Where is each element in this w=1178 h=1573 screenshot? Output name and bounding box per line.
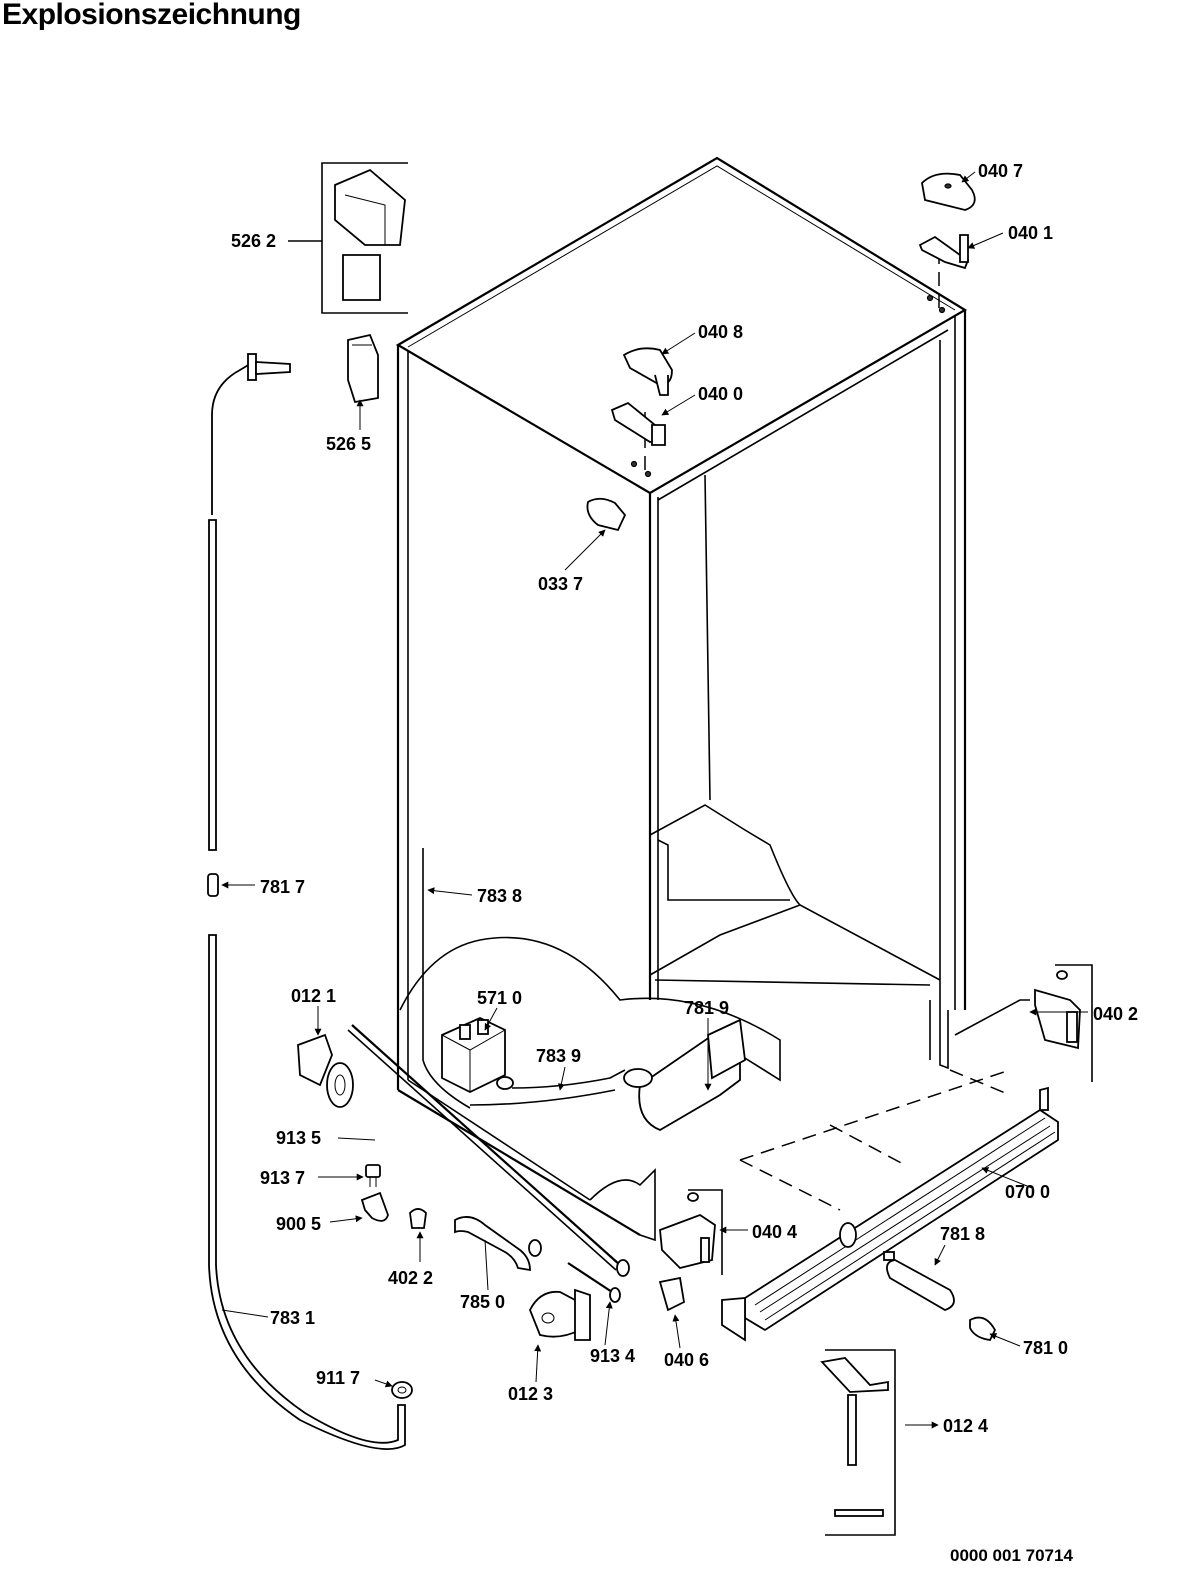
callout-040-2: 040 2 xyxy=(1093,1004,1138,1024)
roller-part xyxy=(297,1033,354,1108)
callout-781-7: 781 7 xyxy=(260,877,305,897)
callout-783-8: 783 8 xyxy=(477,886,522,906)
hinge-pin-part xyxy=(658,1276,685,1312)
document-number: 0000 001 70714 xyxy=(950,1546,1073,1565)
hinge-top-part xyxy=(918,234,970,314)
accessory-kit-part xyxy=(820,1349,896,1536)
page-title: Explosionszeichnung xyxy=(2,0,301,31)
hinge-bottom-part xyxy=(659,1189,723,1275)
callout-911-7: 911 7 xyxy=(316,1368,360,1388)
filter-part xyxy=(623,1018,746,1131)
callout-040-4: 040 4 xyxy=(752,1222,797,1242)
callout-012-1: 012 1 xyxy=(291,986,336,1006)
label-plate-part xyxy=(586,497,627,532)
valve-part xyxy=(441,1017,514,1094)
hose-part xyxy=(454,1216,542,1272)
callout-913-4: 913 4 xyxy=(590,1346,635,1366)
hinge-bottom-right-part xyxy=(1034,964,1093,1082)
leader-lines xyxy=(221,171,1088,1429)
cabinet-body xyxy=(395,156,1030,1242)
callout-526-5: 526 5 xyxy=(326,434,371,454)
cartridge-part xyxy=(883,1251,955,1311)
callout-012-3: 012 3 xyxy=(508,1384,553,1404)
nut-part xyxy=(391,1381,413,1399)
cap-part xyxy=(409,1208,427,1229)
hinge-cover-top-part xyxy=(921,172,976,211)
callout-040-0: 040 0 xyxy=(698,384,743,404)
knob-part xyxy=(969,1316,997,1341)
callout-012-4: 012 4 xyxy=(943,1416,988,1436)
hinge-middle-part xyxy=(610,401,666,478)
callout-040-8: 040 8 xyxy=(698,322,743,342)
cable-part xyxy=(422,848,471,1109)
short-screw-part xyxy=(567,1262,621,1303)
callout-913-5: 913 5 xyxy=(276,1128,321,1148)
callout-040-7: 040 7 xyxy=(978,161,1023,181)
clamp-part xyxy=(360,1191,389,1222)
callout-526-2: 526 2 xyxy=(231,231,276,251)
callout-040-1: 040 1 xyxy=(1008,223,1053,243)
callout-785-0: 785 0 xyxy=(460,1292,505,1312)
bracket-box-part xyxy=(321,162,408,314)
base-rail-part xyxy=(721,1086,1059,1342)
wheel-bracket-part xyxy=(529,1288,591,1341)
callout-781-0: 781 0 xyxy=(1023,1338,1068,1358)
callout-labels: 040 7 040 1 526 2 040 8 040 0 526 5 033 … xyxy=(231,161,1138,1436)
callout-571-0: 571 0 xyxy=(477,988,522,1008)
callout-033-7: 033 7 xyxy=(538,574,583,594)
bolt-part xyxy=(365,1164,381,1187)
callout-783-1: 783 1 xyxy=(270,1308,315,1328)
callout-781-8: 781 8 xyxy=(940,1224,985,1244)
pipe-part xyxy=(469,1069,626,1106)
callout-900-5: 900 5 xyxy=(276,1214,321,1234)
callout-913-7: 913 7 xyxy=(260,1168,305,1188)
callout-070-0: 070 0 xyxy=(1005,1182,1050,1202)
clip-part xyxy=(347,333,379,404)
long-screw-part xyxy=(347,1024,630,1277)
callout-783-9: 783 9 xyxy=(536,1046,581,1066)
callout-781-9: 781 9 xyxy=(684,998,729,1018)
drain-tube-part xyxy=(207,353,406,1450)
hinge-cover-middle-part xyxy=(622,347,673,396)
callout-402-2: 402 2 xyxy=(388,1268,433,1288)
callout-040-6: 040 6 xyxy=(664,1350,709,1370)
